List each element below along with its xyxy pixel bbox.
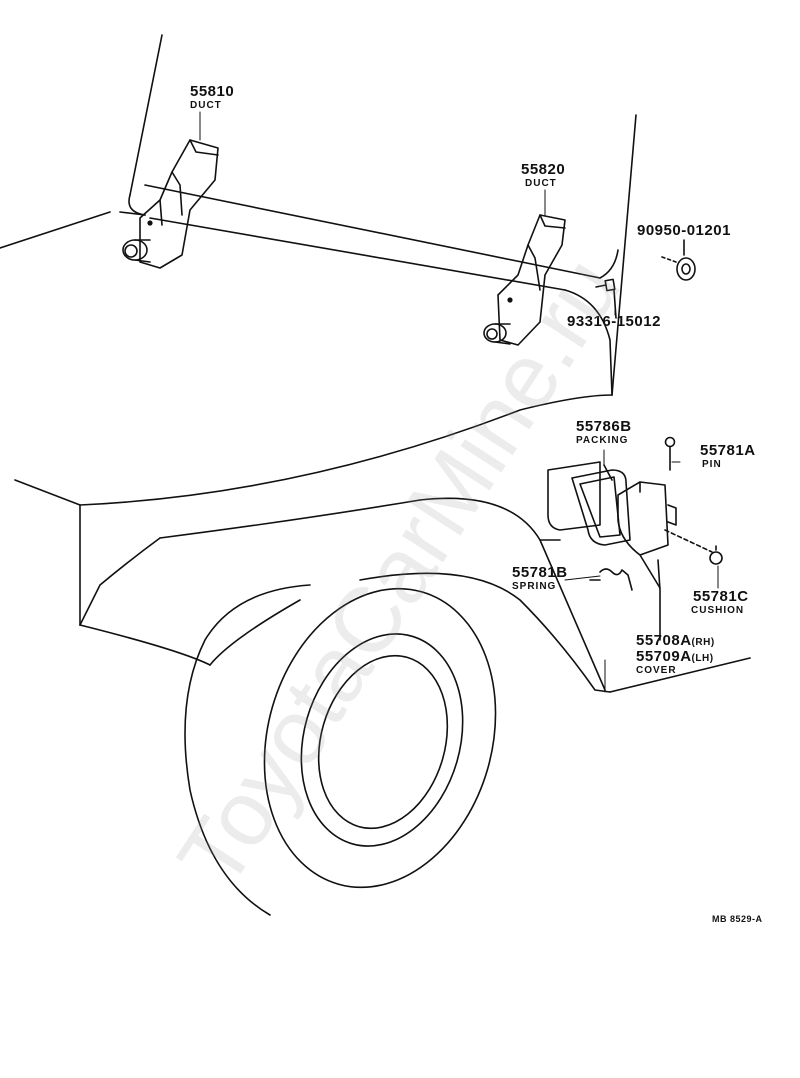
part-number-55810: 55810 bbox=[190, 83, 235, 100]
part-number-55820: 55820 bbox=[521, 161, 566, 178]
part-number-pin: 55781A bbox=[700, 442, 756, 459]
part-name-cover: COVER bbox=[636, 665, 677, 676]
part-number-packing: 55786B bbox=[576, 418, 632, 435]
cab-back-panel bbox=[0, 34, 637, 626]
lid-assembly-drawing bbox=[547, 436, 723, 641]
part-name-cushion: CUSHION bbox=[691, 605, 745, 616]
duct-lh-drawing bbox=[483, 214, 566, 346]
cover-rh-number: 55708A bbox=[636, 632, 692, 649]
part-number-cover-lh: 55709A(LH) bbox=[636, 649, 714, 664]
part-number-cushion: 55781C bbox=[693, 588, 749, 605]
cover-lh-number: 55709A bbox=[636, 648, 692, 665]
tire bbox=[184, 584, 497, 916]
part-name-duct-rh: DUCT bbox=[190, 100, 222, 111]
part-name-spring: SPRING bbox=[512, 581, 557, 592]
part-number-spring: 55781B bbox=[512, 564, 568, 581]
part-number-cover-rh: 55708A(RH) bbox=[636, 633, 715, 648]
part-name-pin: PIN bbox=[702, 459, 722, 470]
part-number-nut: 90950-01201 bbox=[637, 222, 731, 239]
leader-lines bbox=[199, 111, 719, 693]
part-number-screw: 93316-15012 bbox=[567, 313, 661, 330]
cover-rh-suffix: (RH) bbox=[691, 637, 715, 648]
body-fender bbox=[79, 497, 751, 693]
part-name-duct-lh: DUCT bbox=[525, 178, 557, 189]
part-name-packing: PACKING bbox=[576, 435, 629, 446]
nut-drawing bbox=[661, 239, 696, 281]
diagram-code: MB 8529-A bbox=[712, 914, 763, 924]
cover-lh-suffix: (LH) bbox=[691, 653, 714, 664]
duct-rh-drawing bbox=[122, 139, 219, 269]
